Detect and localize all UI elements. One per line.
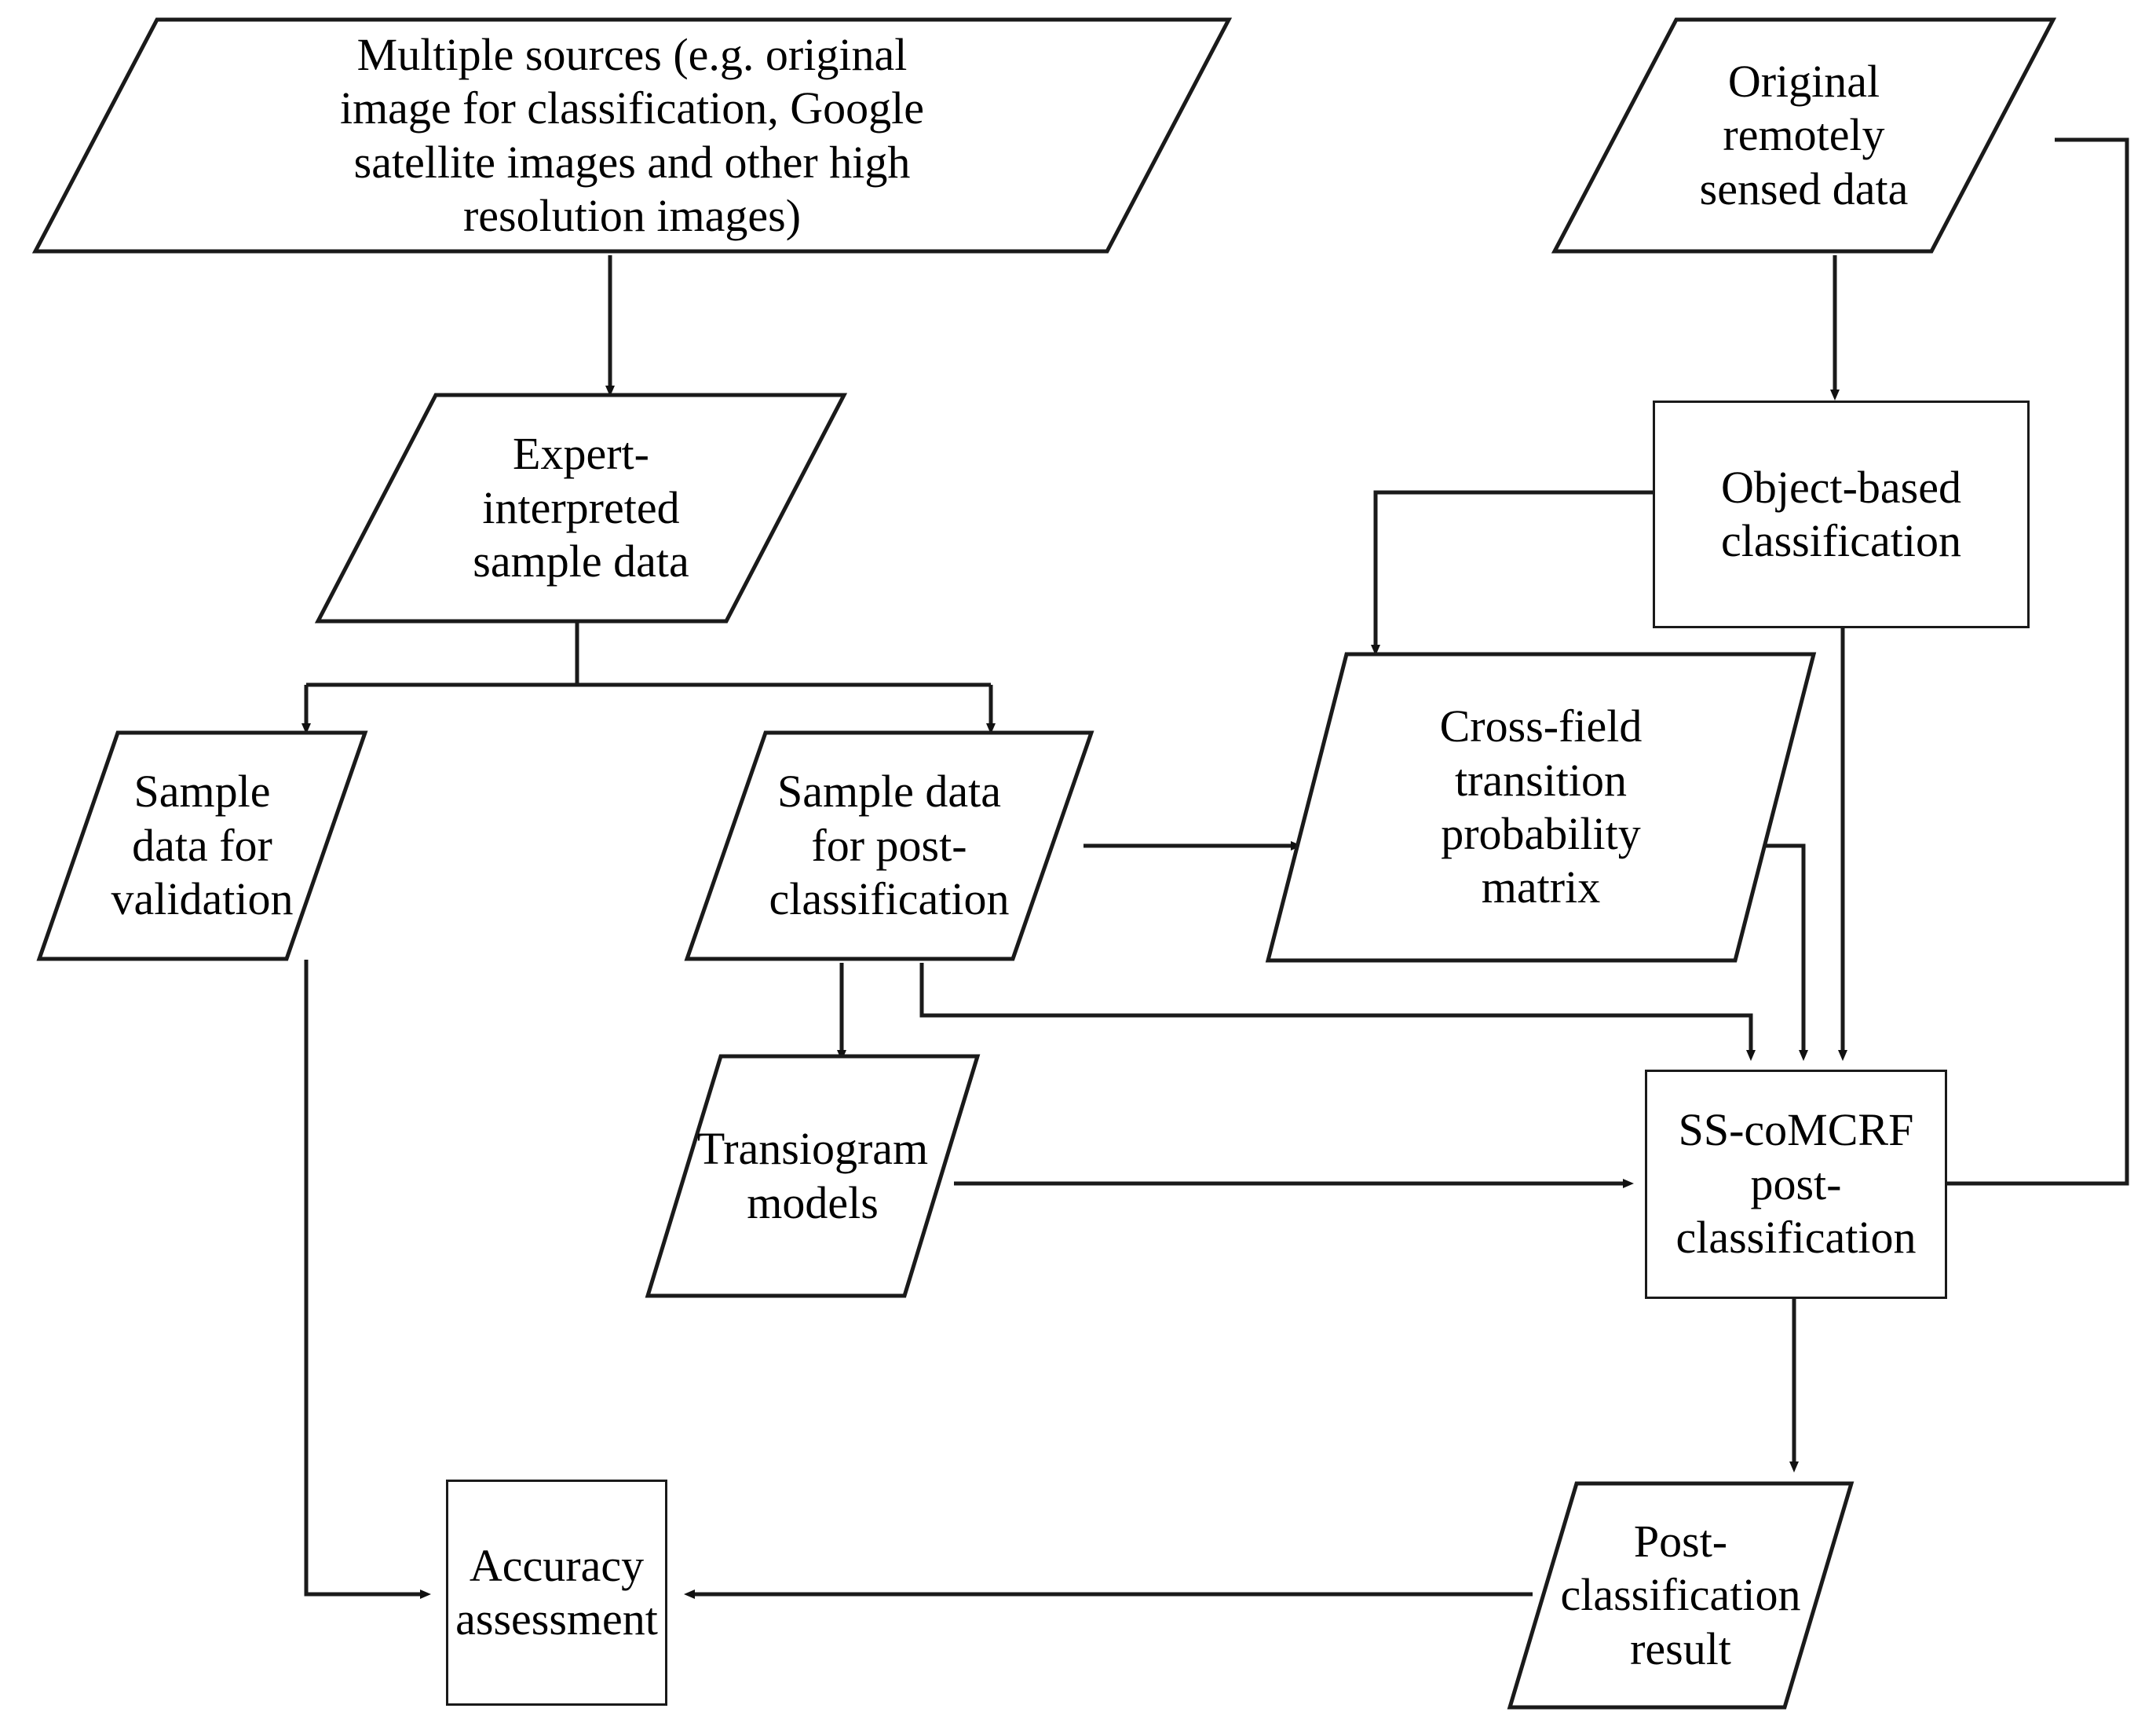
- parallelogram-shape: [1551, 16, 2057, 255]
- node-original-remotely-sensed-data[interactable]: Original remotely sensed data: [1551, 16, 2057, 255]
- node-multiple-sources[interactable]: Multiple sources (e.g. original image fo…: [31, 16, 1233, 255]
- node-accuracy-assessment[interactable]: Accuracy assessment: [446, 1480, 667, 1706]
- node-object-based-classification[interactable]: Object-based classification: [1653, 401, 2030, 628]
- edge-objectbased-to-crossfield: [1371, 490, 1653, 656]
- node-label: Original remotely sensed data: [1699, 55, 1909, 214]
- parallelogram-shape: [35, 729, 369, 963]
- parallelogram-shape: [1506, 1480, 1855, 1711]
- parallelogram-shape: [683, 729, 1095, 963]
- node-sample-data-for-validation[interactable]: Sample data for validation: [35, 729, 369, 963]
- node-label: SS-coMCRF post- classification: [1675, 1104, 1917, 1264]
- node-cross-field-transition-probability-matrix[interactable]: Cross-field transition probability matri…: [1264, 650, 1818, 964]
- node-transiogram-models[interactable]: Transiogram models: [644, 1052, 981, 1300]
- edge-rs-to-sscomcrf: [1935, 137, 2129, 1188]
- edge-postclasssample-to-sscomcrf: [919, 963, 1756, 1061]
- node-sample-data-for-post-classification[interactable]: Sample data for post- classification: [683, 729, 1095, 963]
- parallelogram-shape: [314, 391, 848, 625]
- node-label: Sample data for post- classification: [769, 766, 1010, 925]
- node-label: Multiple sources (e.g. original image fo…: [339, 28, 925, 241]
- node-label: Sample data for validation: [111, 766, 294, 925]
- parallelogram-shape: [644, 1052, 981, 1300]
- node-label: Post- classification result: [1560, 1515, 1801, 1674]
- node-label: Transiogram models: [696, 1123, 929, 1228]
- node-ss-comcrf-post-classification[interactable]: SS-coMCRF post- classification: [1645, 1070, 1947, 1299]
- node-label: Accuracy assessment: [455, 1539, 658, 1644]
- parallelogram-shape: [1264, 650, 1818, 964]
- edge-validation-to-accuracy: [304, 960, 431, 1599]
- node-expert-interpreted-sample-data[interactable]: Expert- interpreted sample data: [314, 391, 848, 625]
- node-label: Cross-field transition probability matri…: [1439, 701, 1643, 913]
- node-label: Object-based classification: [1720, 461, 1961, 566]
- node-label: Expert- interpreted sample data: [473, 428, 689, 587]
- node-post-classification-result[interactable]: Post- classification result: [1506, 1480, 1855, 1711]
- parallelogram-shape: [31, 16, 1233, 255]
